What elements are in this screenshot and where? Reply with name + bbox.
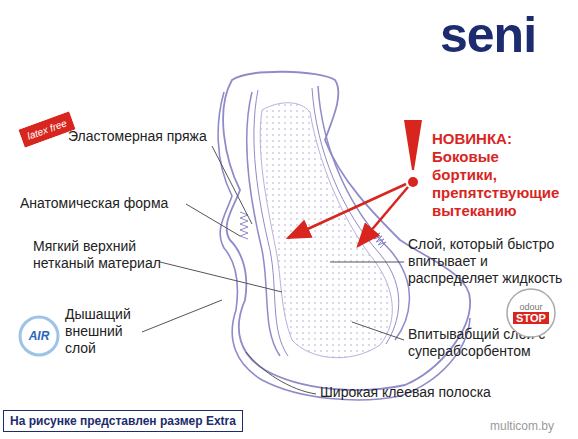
latex-free-tag: latex free	[18, 111, 75, 147]
part-label: Слой, который быстро впитывает и распред…	[408, 236, 578, 287]
part-label: Дышащий внешний слой	[65, 306, 145, 357]
part-label: Мягкий верхний нетканый материал	[33, 238, 163, 272]
brand-logo: seni	[440, 8, 536, 62]
part-label: Эластомерная пряжа	[68, 128, 207, 145]
node-text: odour	[519, 302, 542, 312]
node-text: На рисунке представлен размер Extra	[10, 414, 236, 428]
part-label: Широкая клеевая полоска	[320, 384, 491, 401]
node-text: STOP	[513, 312, 549, 324]
node-text: AIR	[29, 329, 50, 343]
watermark: multicom.by	[490, 418, 554, 435]
part-label: Анатомическая форма	[20, 195, 168, 212]
air-icon: AIR	[18, 315, 60, 357]
new-feature-note: НОВИНКА: Боковые бортики, препятствующие…	[432, 130, 564, 220]
odour-stop-icon: odourSTOP	[505, 287, 557, 339]
caption-box: На рисунке представлен размер Extra	[3, 410, 243, 432]
